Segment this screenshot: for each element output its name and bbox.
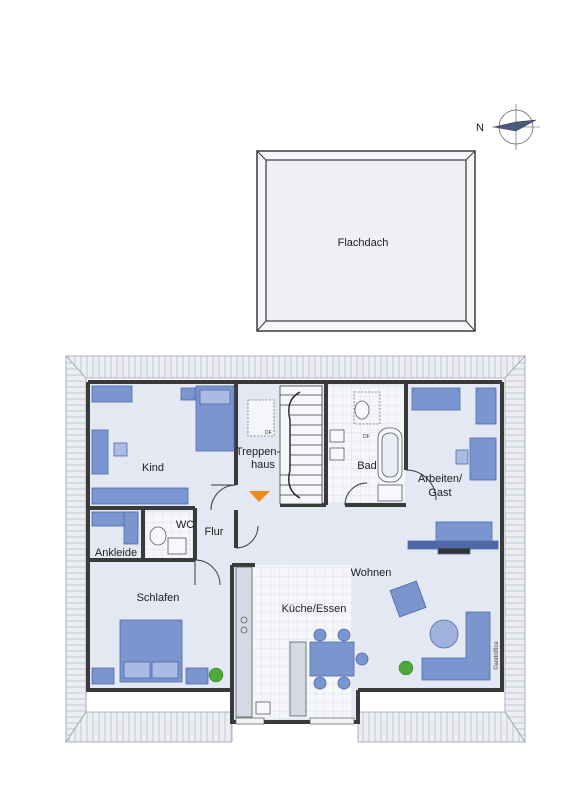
df-mark-1: DF xyxy=(265,430,272,436)
label-schlafen: Schlafen xyxy=(137,592,180,604)
doors xyxy=(194,469,437,586)
dining-set xyxy=(309,628,369,690)
label-treppenhaus-1: Treppen- xyxy=(236,446,281,458)
label-treppenhaus-2: haus xyxy=(251,459,275,471)
arbeiten-furniture xyxy=(411,387,497,545)
label-flur: Flur xyxy=(205,526,224,538)
staircase xyxy=(249,385,323,505)
label-kueche: Küche/Essen xyxy=(282,603,347,615)
label-wc: WC xyxy=(176,519,194,531)
label-bad: Bad xyxy=(357,460,377,472)
roof-slopes xyxy=(65,354,526,744)
north-label: N xyxy=(476,122,484,134)
watermark: ©andoffice xyxy=(493,641,500,670)
ankleide-furniture xyxy=(91,511,139,545)
label-kind: Kind xyxy=(142,462,164,474)
label-arbeiten-2: Gast xyxy=(428,487,451,499)
living-furniture xyxy=(389,540,499,681)
label-wohnen: Wohnen xyxy=(351,567,392,579)
bath-fixtures xyxy=(329,400,403,502)
skylight: DF DF xyxy=(247,391,381,440)
kitchen-counters xyxy=(235,566,307,718)
df-mark-2: DF xyxy=(363,434,370,440)
wc-fixtures xyxy=(149,526,187,555)
plant-icon xyxy=(208,660,414,683)
bottom-windows xyxy=(235,717,355,725)
kind-furniture xyxy=(91,385,235,505)
schlafen-bed xyxy=(91,619,209,685)
label-ankleide: Ankleide xyxy=(95,547,137,559)
compass-rose-icon: N xyxy=(476,104,540,150)
roof-label: Flachdach xyxy=(338,237,389,249)
label-arbeiten-1: Arbeiten/ xyxy=(418,473,463,485)
walls xyxy=(86,380,504,724)
flat-roof: Flachdach xyxy=(256,150,476,332)
room-labels: Kind Treppen- haus Bad Arbeiten/ Gast WC… xyxy=(95,446,463,615)
